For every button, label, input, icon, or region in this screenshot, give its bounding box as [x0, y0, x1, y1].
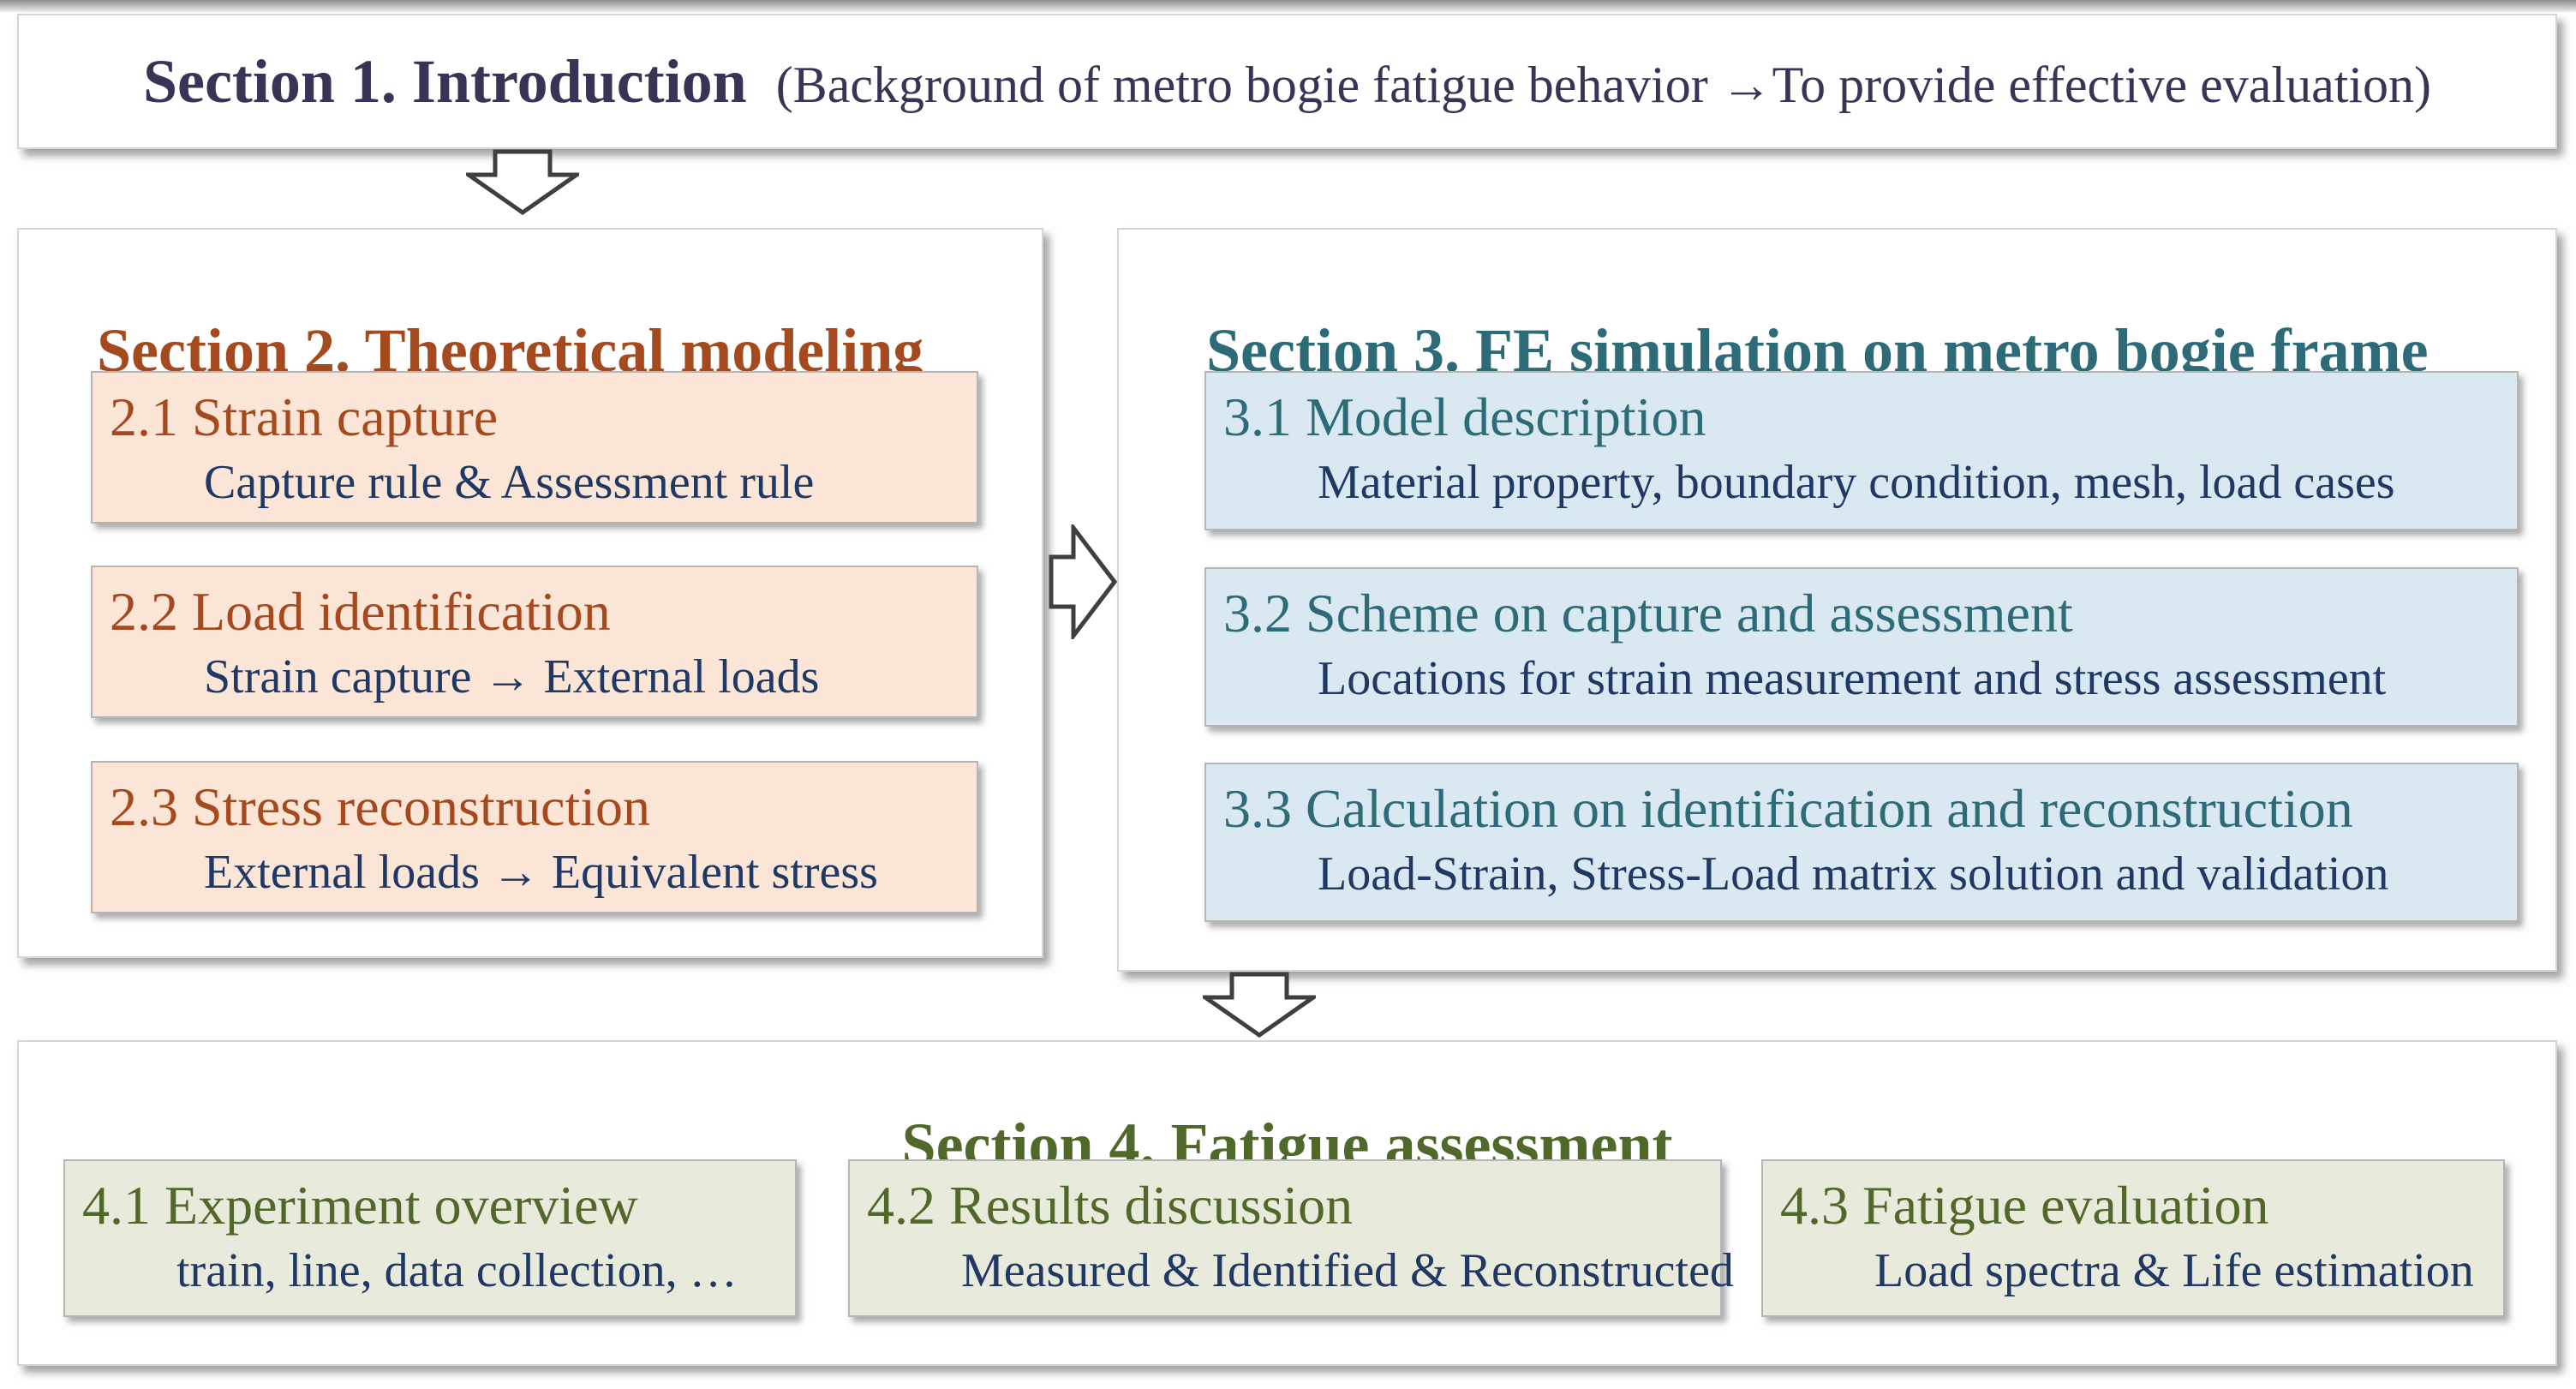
down-arrow-icon	[1203, 972, 1316, 1039]
page-top-edge	[0, 0, 2576, 12]
subsection-3-1-box: 3.1 Model description Material property,…	[1204, 371, 2519, 530]
subsection-3-1-subtitle: Material property, boundary condition, m…	[1318, 456, 2395, 509]
subsection-2-3-subtitle: External loads → Equivalent stress	[204, 846, 878, 899]
subsection-3-3-title: 3.3 Calculation on identification and re…	[1223, 778, 2353, 839]
subsection-2-3-title: 2.3 Stress reconstruction	[110, 776, 650, 837]
right-arrow-icon	[1049, 524, 1117, 639]
subsection-3-3-box: 3.3 Calculation on identification and re…	[1204, 763, 2519, 922]
subsection-4-3-title: 4.3 Fatigue evaluation	[1780, 1175, 2269, 1236]
subsection-2-3-box: 2.3 Stress reconstruction External loads…	[91, 761, 978, 913]
subsection-4-2-title: 4.2 Results discussion	[867, 1175, 1354, 1236]
subsection-4-3-subtitle: Load spectra & Life estimation	[1874, 1244, 2474, 1297]
section3-title: Section 3. FE simulation on metro bogie …	[1206, 315, 2429, 385]
subsection-4-2-box: 4.2 Results discussion Measured & Identi…	[848, 1159, 1734, 1317]
section2-title: Section 2. Theoretical modeling	[97, 315, 924, 385]
subsection-3-2-subtitle: Locations for strain measurement and str…	[1318, 652, 2387, 705]
subsection-2-2-box: 2.2 Load identification Strain capture →…	[91, 566, 978, 718]
subsection-2-1-title: 2.1 Strain capture	[110, 386, 499, 447]
subsection-3-2-box: 3.2 Scheme on capture and assessment Loc…	[1204, 567, 2519, 727]
section1-title-detail: (Background of metro bogie fatigue behav…	[775, 57, 2432, 113]
subsection-3-1-title: 3.1 Model description	[1223, 386, 1706, 447]
subsection-4-1-title: 4.1 Experiment overview	[82, 1175, 638, 1236]
section1-title: Section 1. Introduction (Background of m…	[143, 51, 2431, 112]
subsection-4-3-box: 4.3 Fatigue evaluation Load spectra & Li…	[1761, 1159, 2505, 1317]
subsection-2-2-subtitle: Strain capture → External loads	[204, 650, 820, 703]
subsection-2-2-title: 2.2 Load identification	[110, 581, 611, 642]
subsection-3-3-subtitle: Load-Strain, Stress-Load matrix solution…	[1318, 847, 2389, 901]
subsection-4-1-subtitle: train, line, data collection, …	[176, 1244, 738, 1297]
down-arrow-icon	[466, 149, 579, 216]
section1-title-main: Section 1. Introduction	[142, 47, 747, 116]
section1-box: Section 1. Introduction (Background of m…	[17, 14, 2557, 149]
subsection-4-1-box: 4.1 Experiment overview train, line, dat…	[63, 1159, 797, 1317]
subsection-3-2-title: 3.2 Scheme on capture and assessment	[1223, 583, 2073, 644]
subsection-2-1-box: 2.1 Strain capture Capture rule & Assess…	[91, 371, 978, 524]
subsection-4-2-subtitle: Measured & Identified & Reconstructed	[961, 1244, 1734, 1297]
subsection-2-1-subtitle: Capture rule & Assessment rule	[204, 456, 815, 509]
